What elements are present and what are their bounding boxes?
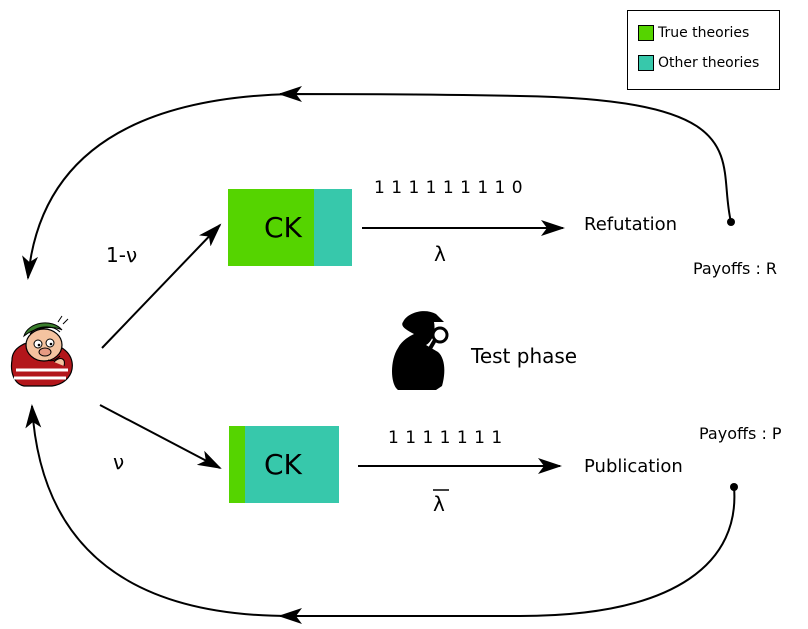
other-theories-segment (314, 189, 352, 266)
true-theories-segment (228, 189, 314, 266)
legend: True theories Other theories (627, 10, 780, 90)
legend-item-other-theories: Other theories (638, 53, 759, 73)
bottom-sequence: 1 1 1 1 1 1 1 (388, 428, 503, 448)
ck-label: CK (264, 211, 302, 244)
true-theories-segment (229, 426, 245, 503)
bottom-branch-probability: ν (113, 450, 125, 474)
refutation-dot (727, 218, 735, 226)
ck-box: CK (228, 189, 352, 266)
payoffs-r-label: Payoffs : R (693, 259, 778, 278)
test-phase-label: Test phase (471, 344, 578, 368)
top-return-arrow (22, 92, 732, 280)
refutation-label: Refutation (584, 214, 678, 235)
detective-silhouette-icon (392, 311, 449, 390)
top-branch-arrow (101, 223, 222, 349)
top-branch-probability: 1-ν (106, 243, 138, 267)
bottom-rate: λ (433, 492, 445, 516)
payoffs-p-label: Payoffs : P (699, 424, 782, 443)
bottom-return-arrow (25, 404, 736, 617)
bottom-branch-arrow (99, 404, 222, 469)
other-theories-segment (245, 426, 339, 503)
legend-label: True theories (658, 25, 750, 41)
legend-item-true-theories: True theories (638, 23, 749, 43)
legend-label: Other theories (658, 55, 760, 71)
thinking-scientist-icon (10, 315, 73, 387)
ck-bar-box: CK (229, 426, 339, 503)
ck-bar-label: CK (264, 448, 302, 481)
top-rate: λ (434, 242, 446, 266)
publication-dot (730, 483, 738, 491)
true-theories-swatch (638, 25, 654, 41)
publication-label: Publication (584, 456, 683, 477)
other-theories-swatch (638, 55, 654, 71)
top-sequence: 1 1 1 1 1 1 1 1 0 (374, 178, 524, 198)
